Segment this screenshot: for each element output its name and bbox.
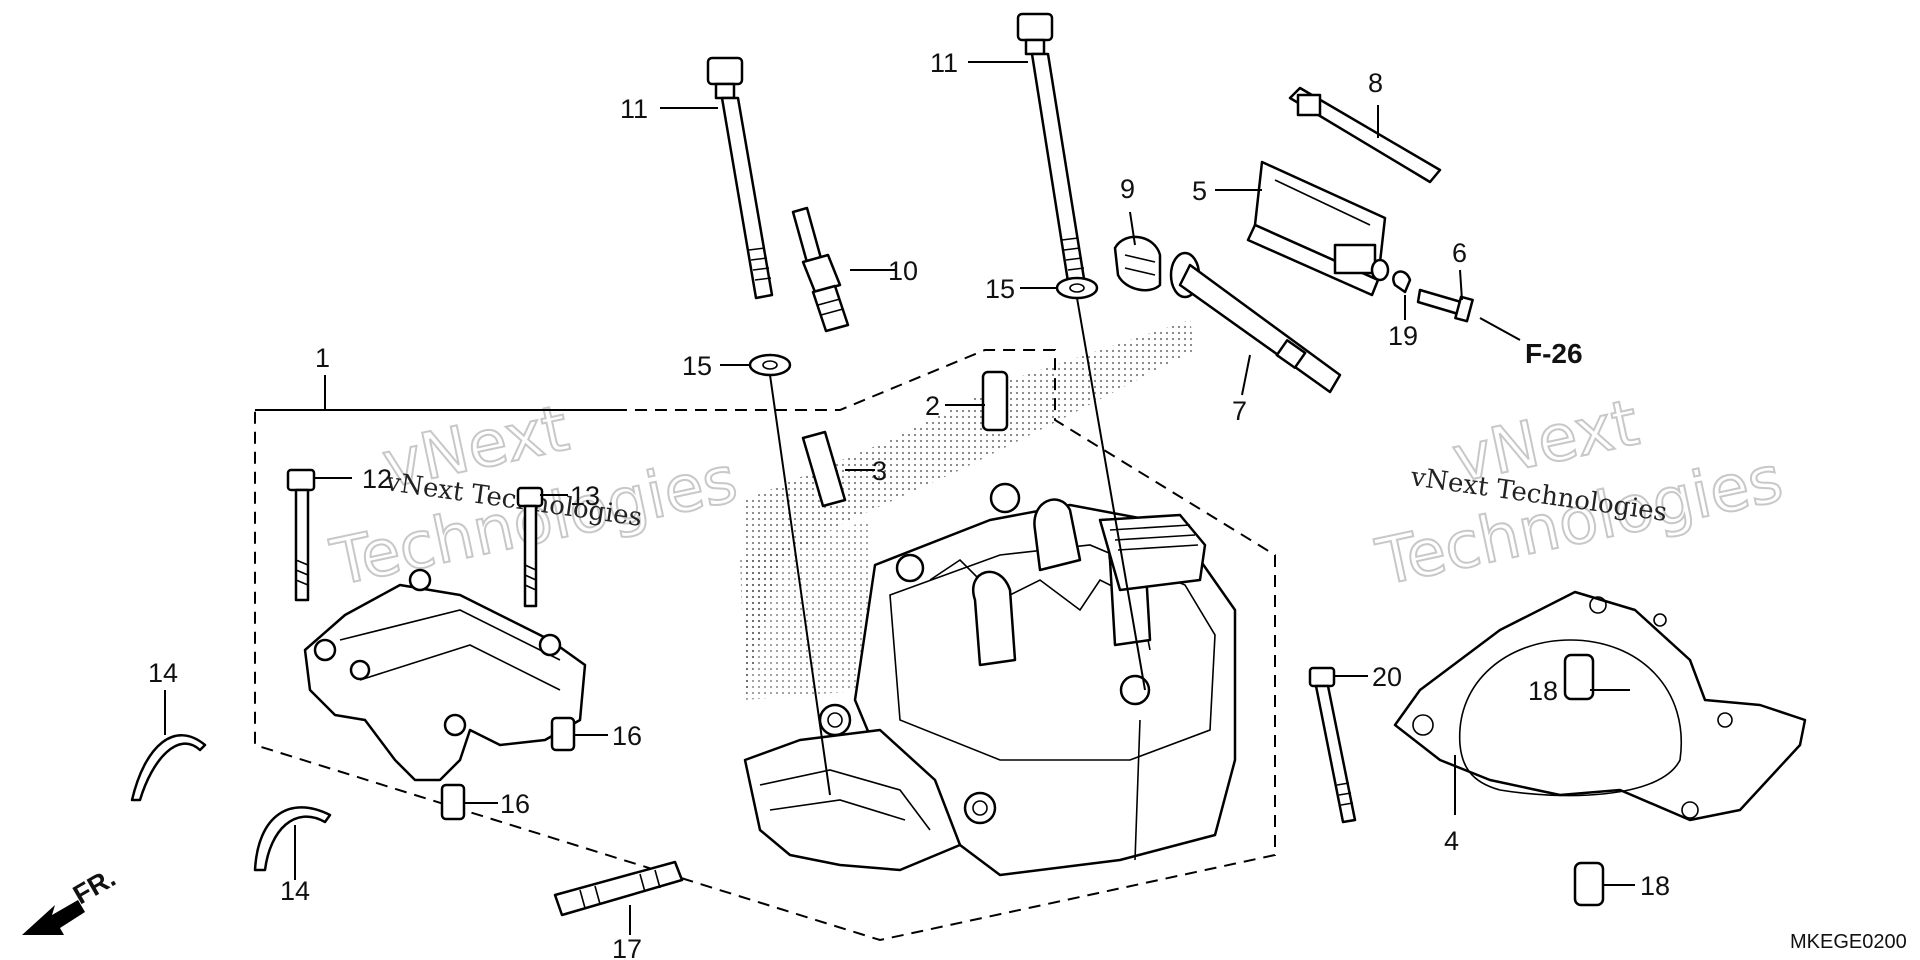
dotted-shading: [740, 320, 1195, 700]
stud-bolt-17: [553, 860, 684, 917]
callout-labels: 1 2 3 4 5 6 7 8 9 10 11 11 12 13 14 14 1…: [148, 48, 1670, 960]
diagram-code: MKEGE0200: [1790, 931, 1907, 953]
callout-10: 10: [888, 256, 918, 286]
dowel-2: [981, 370, 1009, 432]
shaft-8: [1288, 86, 1442, 184]
callout-3: 3: [872, 456, 887, 486]
gasket-4: [1393, 590, 1807, 822]
callout-7: 7: [1232, 396, 1247, 426]
clip-9: [1113, 235, 1162, 292]
callout-15-left: 15: [682, 351, 712, 381]
clip-19: [1392, 270, 1412, 294]
bolt-13: [516, 486, 544, 608]
callout-9: 9: [1120, 174, 1135, 204]
callout-17: 17: [612, 934, 642, 960]
callout-16-upper: 16: [612, 721, 642, 751]
callout-19: 19: [1388, 321, 1418, 351]
bolt-20: [1308, 666, 1357, 824]
pin-6: [1416, 288, 1474, 323]
callout-5: 5: [1192, 176, 1207, 206]
callout-2: 2: [925, 391, 940, 421]
rocker-arm-holder: [303, 568, 587, 782]
callout-8: 8: [1368, 68, 1383, 98]
dowel-pin-16: [440, 716, 576, 821]
bolt-12: [286, 468, 316, 602]
callout-18-lower: 18: [1640, 871, 1670, 901]
callout-11-left: 11: [620, 94, 648, 124]
callout-16-lower: 16: [500, 789, 530, 819]
callout-12: 12: [362, 464, 392, 494]
washer-15: [748, 276, 1099, 377]
head-bolt-11-right: [1016, 12, 1087, 290]
callout-13: 13: [570, 481, 600, 511]
callout-18-upper: 18: [1528, 676, 1558, 706]
callout-14-upper: 14: [148, 658, 178, 688]
front-direction-arrow: FR.: [22, 862, 121, 935]
callout-14-lower: 14: [280, 876, 310, 906]
callout-11-right: 11: [930, 48, 958, 78]
camshaft-5: [1246, 160, 1390, 297]
cam-chain-guide-14: [130, 734, 332, 872]
leader-lines: [164, 61, 1635, 935]
cylinder-head: [743, 482, 1237, 877]
callout-4: 4: [1444, 826, 1459, 856]
callout-15-right: 15: [985, 274, 1015, 304]
reference-label: F-26: [1525, 338, 1583, 369]
callout-6: 6: [1452, 238, 1467, 268]
spark-plug-10: [791, 206, 850, 333]
dowel-3: [801, 430, 847, 508]
shaft-7: [1169, 251, 1342, 394]
assembly-1-boundary: [254, 349, 1276, 942]
callout-20: 20: [1372, 662, 1402, 692]
head-bolt-11-left: [706, 56, 774, 300]
callout-1: 1: [315, 343, 330, 373]
